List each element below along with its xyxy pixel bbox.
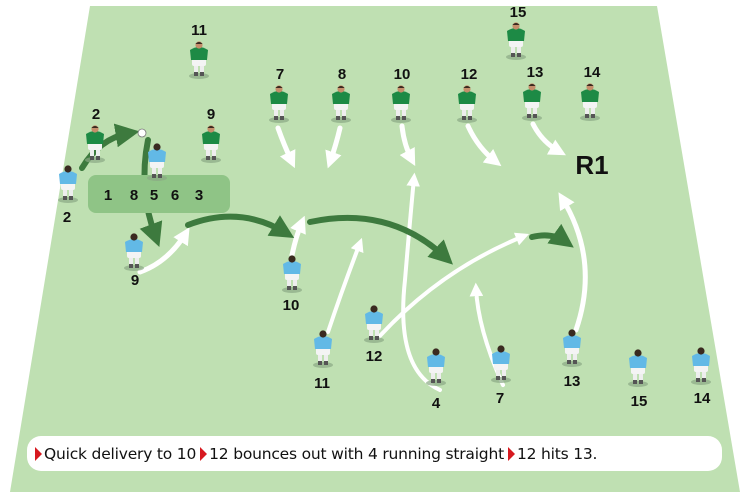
defence-player-label: 7 xyxy=(275,66,285,83)
attack-player-label: 10 xyxy=(282,297,300,314)
defence-player-label: 14 xyxy=(583,64,601,81)
defence-player-label: 11 xyxy=(191,22,207,39)
lineout-number: 3 xyxy=(194,187,204,204)
caption-step-text: 12 hits 13. xyxy=(516,444,598,463)
lineout-number: 6 xyxy=(170,187,180,204)
bullet-triangle-icon xyxy=(200,446,208,461)
rugby-ball-icon xyxy=(137,128,147,138)
caption-step: Quick delivery to 10 xyxy=(35,445,196,463)
defence-player-label: 12 xyxy=(460,66,478,83)
pitch-surface xyxy=(10,6,740,492)
defence-player-label: 10 xyxy=(393,66,411,83)
lineout-number: 1 xyxy=(103,187,113,204)
lineout-zone xyxy=(88,175,230,213)
attack-player-label: 7 xyxy=(495,390,505,407)
defence-player-label: 15 xyxy=(509,4,527,21)
attack-players xyxy=(58,128,711,387)
attack-player-label: 2 xyxy=(62,209,72,226)
attack-player-label: 13 xyxy=(563,373,581,390)
lineout-number: 5 xyxy=(149,187,159,204)
defence-player-label: 9 xyxy=(206,106,216,123)
defence-player-label: 13 xyxy=(526,64,544,81)
attack-player-label: 14 xyxy=(693,390,711,407)
attack-player-label: 9 xyxy=(130,272,140,289)
caption-bar: Quick delivery to 10 12 bounces out with… xyxy=(27,436,722,471)
lineout-number: 8 xyxy=(129,187,139,204)
caption-step: 12 bounces out with 4 running straight xyxy=(200,445,504,463)
attack-player-label: 12 xyxy=(365,348,383,365)
bullet-triangle-icon xyxy=(35,446,42,461)
caption-step-text: Quick delivery to 10 xyxy=(44,444,197,463)
attack-player-label: 11 xyxy=(314,375,330,392)
caption-step: 12 hits 13. xyxy=(507,444,598,463)
defence-player-label: 2 xyxy=(91,106,101,123)
attack-player-label: 4 xyxy=(431,395,441,412)
defence-player-label: 8 xyxy=(337,66,347,83)
attack-player-label: 15 xyxy=(630,393,648,410)
caption-step-text: 12 bounces out with 4 running straight xyxy=(209,444,504,463)
bullet-triangle-icon xyxy=(507,446,515,461)
region-label-r1: R1 xyxy=(575,150,609,180)
